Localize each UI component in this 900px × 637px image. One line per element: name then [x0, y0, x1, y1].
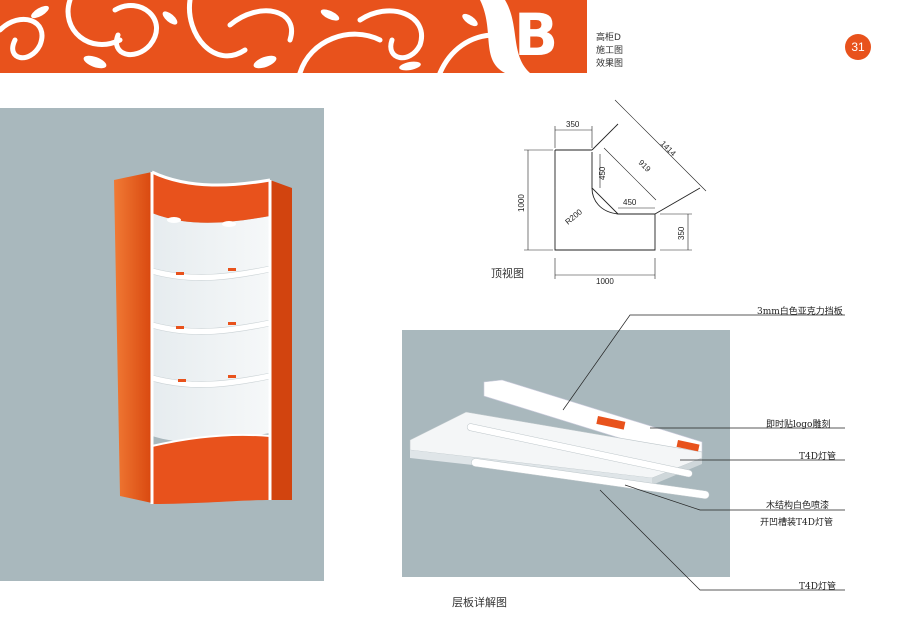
dim-450-vertical: 450: [598, 166, 607, 180]
swirl-ornament-icon: [0, 0, 587, 73]
cabinet-render: [0, 108, 324, 581]
header-banner: B: [0, 0, 587, 73]
callout-acrylic-panel: 3mm白色亚克力挡板: [757, 307, 843, 317]
dim-1000-horizontal: 1000: [596, 277, 614, 286]
shelf-detail-caption: 层板详解图: [452, 596, 507, 609]
dim-350-right: 350: [677, 226, 686, 240]
top-view-caption: 顶视图: [491, 267, 524, 280]
dim-350-top: 350: [566, 120, 580, 129]
title-line-3: 效果图: [596, 59, 624, 69]
shelf-illustration: [409, 379, 710, 500]
corner-cabinet-illustration: [114, 170, 292, 504]
title-line-1: 高柜D: [596, 33, 621, 43]
page-number: 31: [845, 34, 871, 60]
sheet-title: 高柜D 施工图 效果图: [596, 32, 623, 71]
callout-t4d-tube-2: T4D灯管: [799, 582, 836, 592]
dim-1000-vertical: 1000: [517, 194, 526, 212]
title-line-2: 施工图: [596, 46, 624, 56]
dim-450-horizontal: 450: [623, 198, 637, 207]
section-letter: B: [514, 1, 559, 69]
top-view-drawing: 350 1414 919 450 450 1000 R200 350 1000: [517, 99, 707, 286]
callout-logo-engraving: 即时贴logo雕刻: [766, 420, 831, 430]
callout-t4d-tube-1: T4D灯管: [799, 452, 836, 462]
callout-wood-white-paint: 木结构白色喷漆: [766, 501, 830, 511]
callout-groove-tube: 开凹槽装T4D灯管: [760, 518, 833, 528]
shelf-detail-render: [402, 330, 730, 577]
